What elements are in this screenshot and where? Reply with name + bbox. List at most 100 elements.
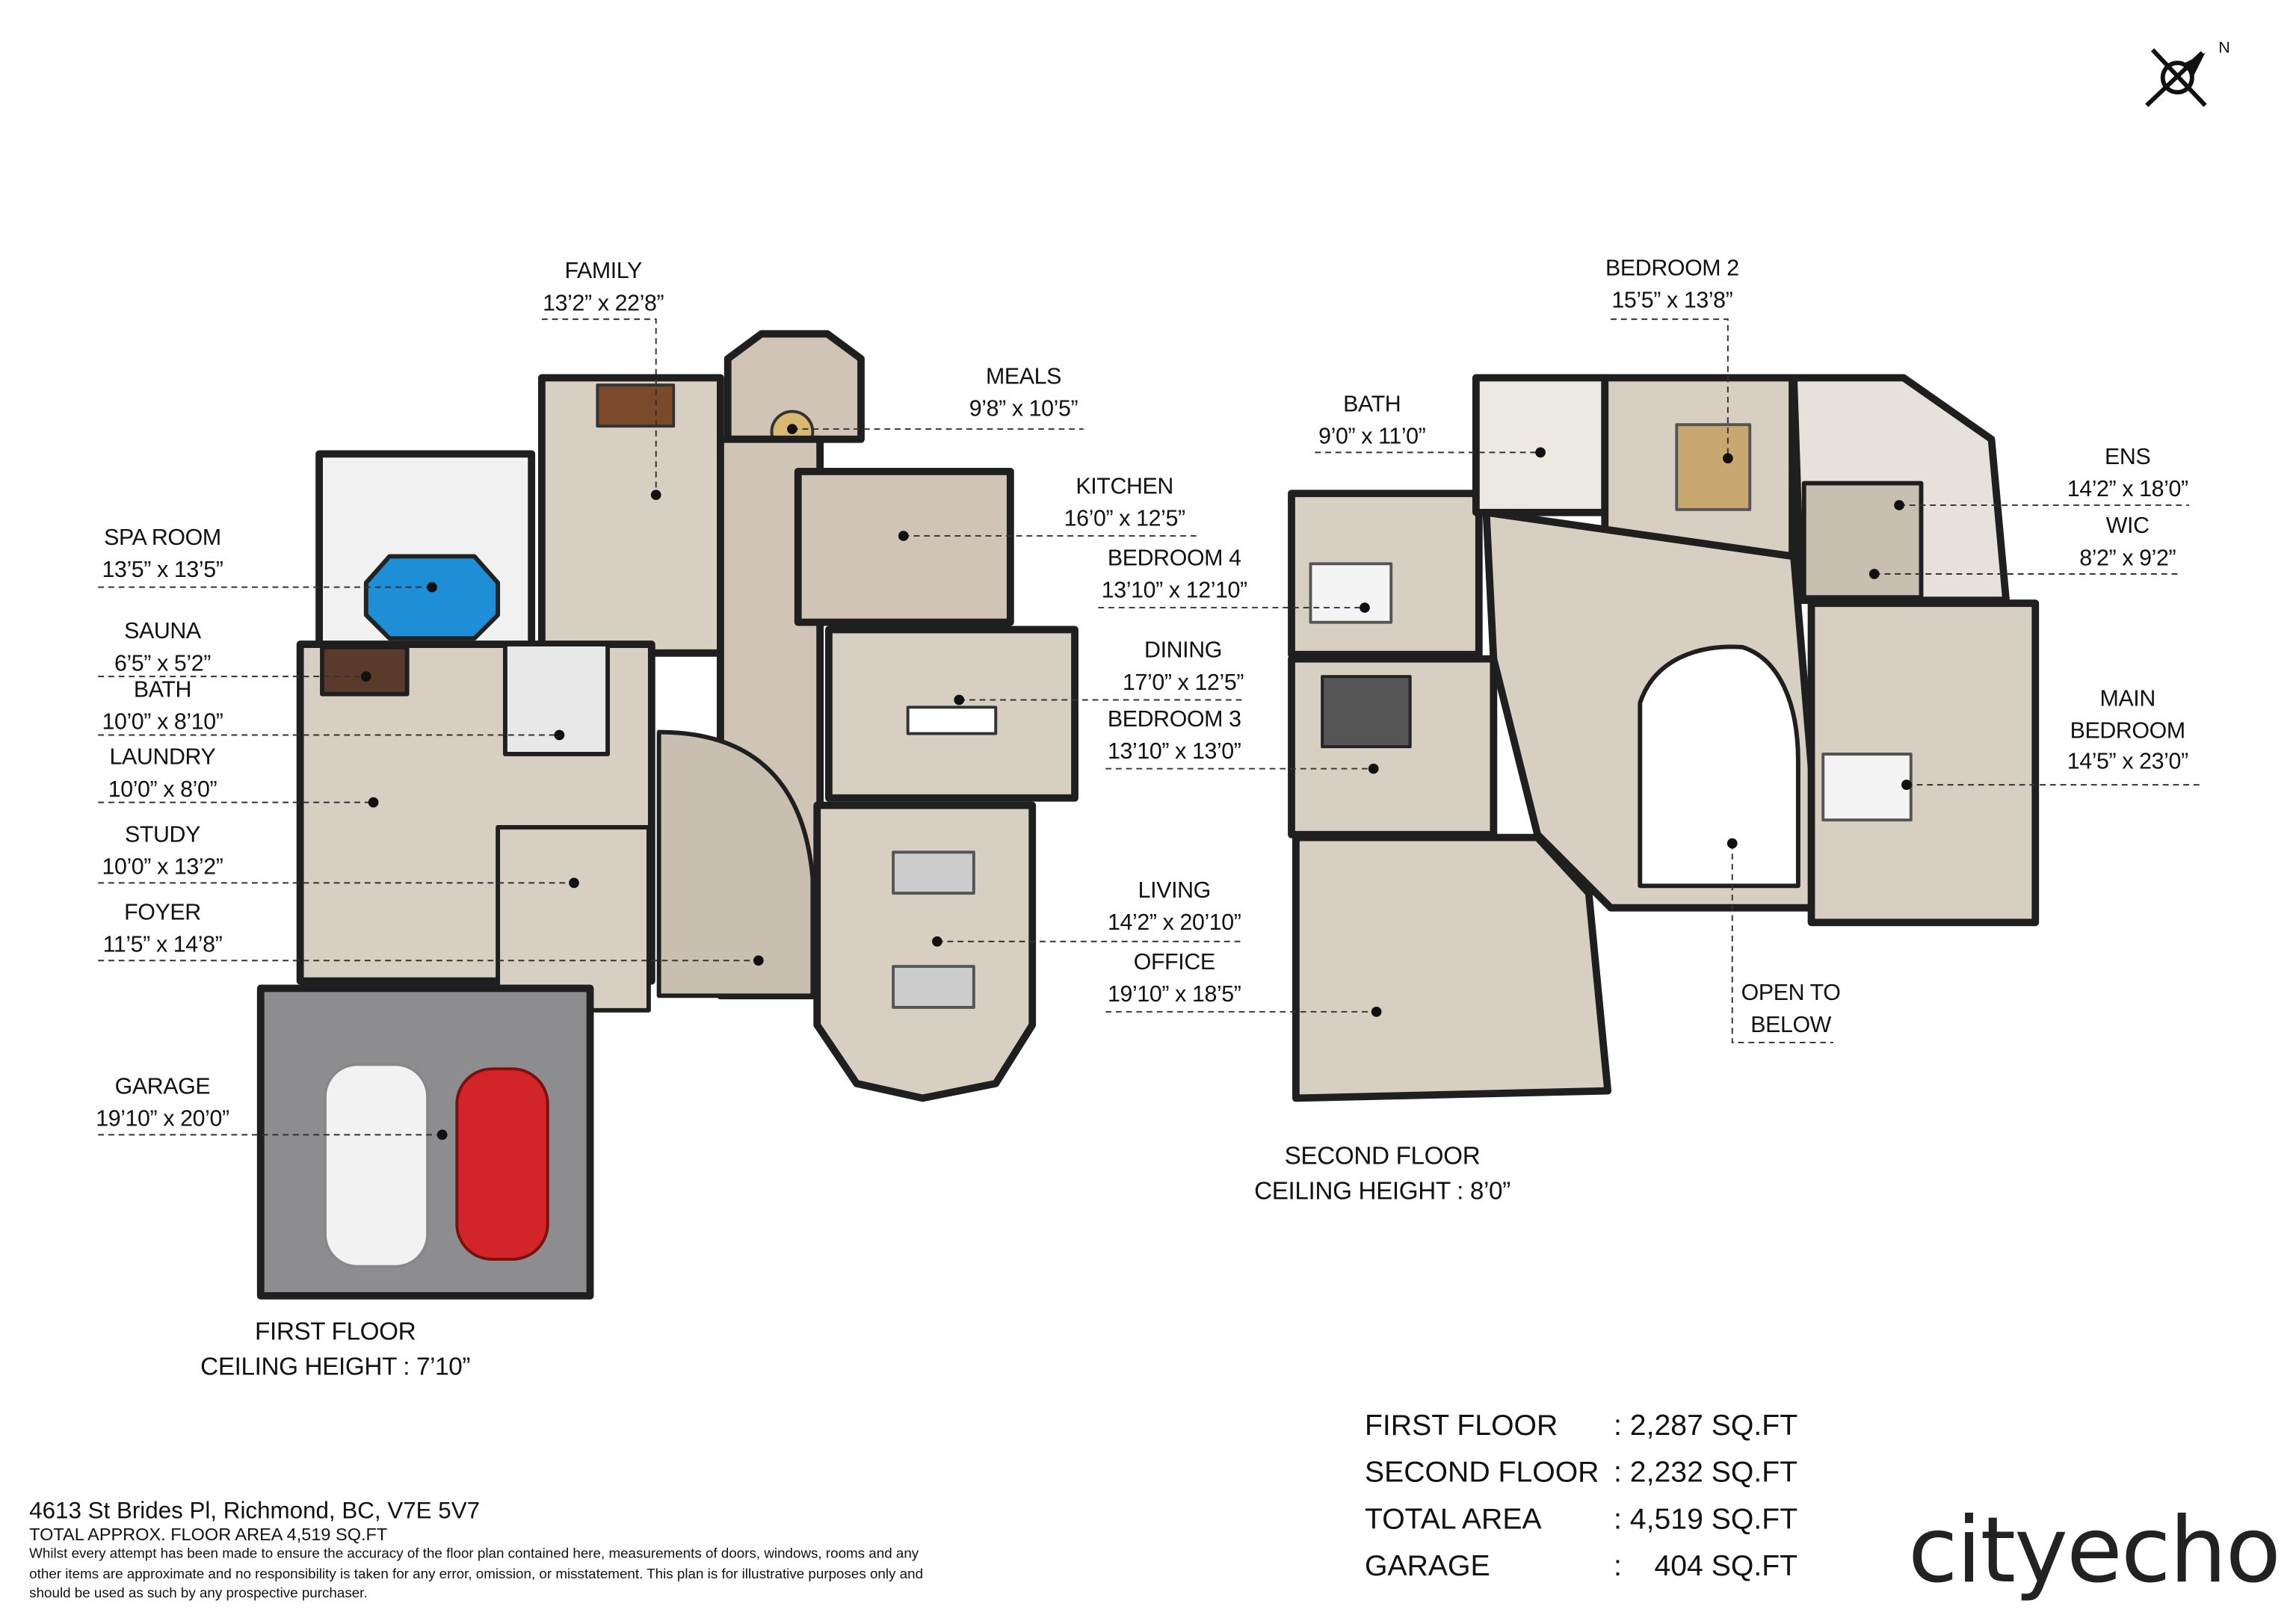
address: 4613 St Brides Pl, Richmond, BC, V7E 5V7 bbox=[29, 1499, 481, 1525]
room-label-spa-room: SPA ROOM 13’5” x 13’5” bbox=[102, 522, 223, 585]
dining-table-icon bbox=[906, 706, 998, 735]
room-name: BEDROOM 2 bbox=[1605, 256, 1739, 282]
compass-north-label: N bbox=[2218, 39, 2230, 58]
room-label-main-bedroom: MAIN BEDROOM 14’5” x 23’0” bbox=[2067, 684, 2188, 778]
room-name: OFFICE bbox=[1133, 950, 1215, 975]
room-name: LIVING bbox=[1138, 878, 1212, 904]
room-name: MAIN bbox=[2099, 686, 2156, 712]
area-row: GARAGE : 404 SQ.FT bbox=[1365, 1543, 1804, 1590]
room-dims: 10’0” x 8’10” bbox=[102, 709, 223, 735]
room-label-sauna: SAUNA 6’5” x 5’2” bbox=[114, 617, 211, 679]
room-dims: 14’2” x 18’0” bbox=[2067, 476, 2188, 502]
room-name: KITCHEN bbox=[1076, 474, 1173, 500]
area-summary-table: FIRST FLOOR : 2,287 SQ.FT SECOND FLOOR: 2… bbox=[1365, 1403, 1804, 1590]
meals-bay bbox=[723, 330, 865, 443]
room-dims: 14’2” x 20’10” bbox=[1108, 910, 1241, 935]
area-value: : 4,519 SQ.FT bbox=[1614, 1504, 1798, 1537]
room-dims: 9’0” x 11’0” bbox=[1318, 424, 1426, 449]
area-label: FIRST FLOOR bbox=[1364, 1410, 1558, 1442]
room-label-kitchen: KITCHEN 16’0” x 12’5” bbox=[1064, 472, 1185, 534]
floor-title: SECOND FLOOR bbox=[1284, 1142, 1481, 1170]
bath-2 bbox=[1472, 374, 1609, 516]
room-dims: 19’10” x 20’0” bbox=[96, 1106, 229, 1131]
room-label-bedroom-2: BEDROOM 2 15’5” x 13’8” bbox=[1605, 253, 1739, 316]
white-car-icon bbox=[323, 1063, 430, 1268]
room-name: FOYER bbox=[124, 900, 201, 926]
room-name: STUDY bbox=[124, 823, 200, 848]
room-label-ens: ENS 14’2” x 18’0” bbox=[2067, 442, 2188, 505]
bed-icon bbox=[1321, 675, 1412, 749]
bed-icon bbox=[1675, 423, 1752, 511]
room-dims: 10’0” x 13’2” bbox=[102, 854, 223, 880]
staircase bbox=[656, 729, 815, 998]
area-row: FIRST FLOOR : 2,287 SQ.FT bbox=[1365, 1403, 1804, 1450]
ceiling-height: CEILING HEIGHT : 8’0” bbox=[1254, 1177, 1510, 1205]
sofa-icon bbox=[892, 850, 975, 895]
cityecho-logo: cityecho bbox=[1907, 1496, 2281, 1604]
room-name: SAUNA bbox=[124, 619, 201, 645]
room-name: BATH bbox=[1343, 392, 1401, 418]
room-name: WIC bbox=[2105, 513, 2150, 539]
area-row: SECOND FLOOR: 2,232 SQ.FT bbox=[1365, 1450, 1804, 1497]
area-label: GARAGE bbox=[1364, 1550, 1490, 1583]
room-dims: 14’5” x 23’0” bbox=[2067, 750, 2188, 775]
north-compass-icon bbox=[2145, 48, 2207, 108]
room-label-bedroom-4: BEDROOM 4 13’10” x 12’10” bbox=[1102, 543, 1247, 606]
kitchen bbox=[794, 467, 1014, 626]
room-name: LAUNDRY bbox=[109, 745, 216, 771]
total-area-note: TOTAL APPROX. FLOOR AREA 4,519 SQ.FT bbox=[29, 1524, 388, 1545]
area-value: : 2,287 SQ.FT bbox=[1614, 1410, 1798, 1442]
room-name: OPEN TO bbox=[1741, 981, 1841, 1006]
room-dims: 8’2” x 9’2” bbox=[2079, 545, 2176, 571]
walk-in-closet bbox=[1801, 481, 1924, 600]
room-dims: BELOW bbox=[1750, 1012, 1831, 1038]
room-name: BEDROOM bbox=[2070, 717, 2186, 744]
room-name: FAMILY bbox=[564, 259, 642, 285]
room-name: DINING bbox=[1144, 638, 1222, 664]
room-dims: 13’10” x 13’0” bbox=[1108, 738, 1241, 764]
room-dims: 9’8” x 10’5” bbox=[969, 395, 1078, 422]
room-dims: 10’0” x 8’0” bbox=[108, 777, 217, 802]
room-name: BEDROOM 3 bbox=[1107, 707, 1241, 732]
room-dims: 13’10” x 12’10” bbox=[1101, 577, 1247, 603]
leader-lines bbox=[98, 318, 2204, 1136]
room-label-open-to-below: OPEN TO BELOW bbox=[1741, 978, 1841, 1041]
room-dims: 13’5” x 13’5” bbox=[102, 557, 223, 582]
room-dims: 19’10” x 18’5” bbox=[1108, 981, 1241, 1007]
area-row: TOTAL AREA : 4,519 SQ.FT bbox=[1365, 1496, 1804, 1543]
room-name: ENS bbox=[2105, 445, 2151, 470]
bed-icon bbox=[1309, 562, 1393, 624]
open-to-below bbox=[1638, 644, 1800, 889]
area-value: : 2,232 SQ.FT bbox=[1614, 1457, 1798, 1489]
sauna bbox=[320, 645, 410, 697]
room-dots bbox=[360, 424, 1912, 1140]
area-label: TOTAL AREA bbox=[1364, 1504, 1542, 1537]
room-dims: 15’5” x 13’8” bbox=[1611, 287, 1733, 313]
room-name: BEDROOM 4 bbox=[1107, 546, 1241, 572]
room-label-office: OFFICE 19’10” x 18’5” bbox=[1108, 948, 1241, 1010]
area-value: : 404 SQ.FT bbox=[1614, 1550, 1798, 1583]
room-label-bedroom-3: BEDROOM 3 13’10” x 13’0” bbox=[1108, 704, 1241, 767]
first-floor-plan bbox=[256, 330, 1078, 1300]
room-dims: 16’0” x 12’5” bbox=[1064, 505, 1185, 531]
second-floor-plan bbox=[1288, 374, 2040, 1102]
room-name: SPA ROOM bbox=[104, 525, 221, 551]
room-dims: 17’0” x 12’5” bbox=[1123, 670, 1244, 695]
study-room bbox=[496, 825, 651, 1013]
room-label-study: STUDY 10’0” x 13’2” bbox=[102, 820, 223, 883]
room-label-living: LIVING 14’2” x 20’10” bbox=[1108, 876, 1241, 939]
room-dims: 13’2” x 22’8” bbox=[543, 290, 664, 316]
living-room bbox=[813, 801, 1037, 1102]
disclaimer: Whilst every attempt has been made to en… bbox=[29, 1546, 924, 1602]
red-car-icon bbox=[455, 1067, 549, 1261]
room-label-family: FAMILY 13’2” x 22’8” bbox=[543, 256, 664, 319]
room-dims: 6’5” x 5’2” bbox=[114, 650, 211, 676]
room-label-wic: WIC 8’2” x 9’2” bbox=[2079, 511, 2176, 574]
